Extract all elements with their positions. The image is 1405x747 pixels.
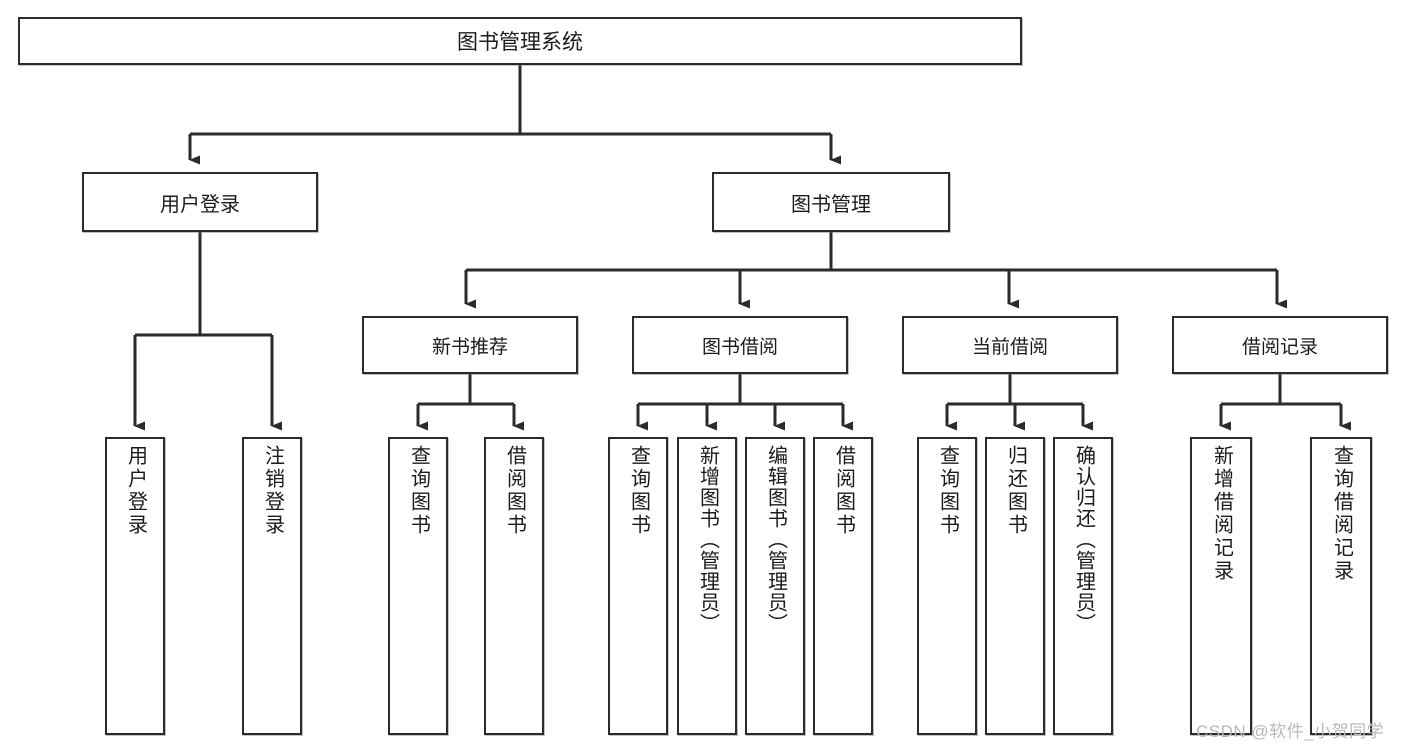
node-leaf-user-login: 用户登录 bbox=[105, 437, 165, 735]
csdn-watermark: CSDN @软件_小贺同学 bbox=[1196, 722, 1385, 741]
node-leaf-add-borrow-record-label: 新增借阅记录 bbox=[1210, 445, 1233, 583]
node-leaf-query-book-2: 查询图书 bbox=[608, 437, 668, 735]
node-leaf-confirm-return-admin-label: 确认归还（管理员） bbox=[1072, 445, 1095, 634]
node-book-manage: 图书管理 bbox=[712, 172, 950, 232]
node-leaf-query-book-1-label: 查询图书 bbox=[407, 445, 430, 537]
node-leaf-borrow-book-1-label: 借阅图书 bbox=[503, 445, 526, 537]
node-book-borrow: 图书借阅 bbox=[632, 316, 848, 374]
node-leaf-add-borrow-record: 新增借阅记录 bbox=[1190, 437, 1252, 735]
node-leaf-query-borrow-record-label: 查询借阅记录 bbox=[1330, 445, 1353, 583]
node-current-borrow-label: 当前借阅 bbox=[971, 336, 1048, 358]
node-leaf-edit-book-admin: 编辑图书（管理员） bbox=[745, 437, 805, 735]
node-root: 图书管理系统 bbox=[18, 17, 1022, 65]
node-leaf-confirm-return-admin: 确认归还（管理员） bbox=[1053, 437, 1113, 735]
node-leaf-query-book-1: 查询图书 bbox=[388, 437, 448, 735]
node-leaf-user-login-label: 用户登录 bbox=[124, 445, 147, 537]
node-user-login-label: 用户登录 bbox=[160, 193, 240, 216]
node-leaf-add-book-admin-label: 新增图书（管理员） bbox=[696, 445, 719, 634]
node-borrow-record: 借阅记录 bbox=[1172, 316, 1388, 374]
node-leaf-query-book-2-label: 查询图书 bbox=[627, 445, 650, 537]
node-book-borrow-label: 图书借阅 bbox=[701, 336, 778, 358]
node-book-manage-label: 图书管理 bbox=[791, 193, 871, 216]
node-leaf-query-book-3-label: 查询图书 bbox=[936, 445, 959, 537]
node-new-book-recommend: 新书推荐 bbox=[362, 316, 578, 374]
node-leaf-query-book-3: 查询图书 bbox=[917, 437, 977, 735]
node-new-book-recommend-label: 新书推荐 bbox=[431, 336, 508, 358]
node-root-label: 图书管理系统 bbox=[457, 31, 583, 54]
node-leaf-edit-book-admin-label: 编辑图书（管理员） bbox=[764, 445, 787, 634]
node-leaf-borrow-book-1: 借阅图书 bbox=[484, 437, 544, 735]
node-leaf-return-book-label: 归还图书 bbox=[1004, 445, 1027, 537]
node-leaf-query-borrow-record: 查询借阅记录 bbox=[1310, 437, 1372, 735]
node-user-login: 用户登录 bbox=[82, 172, 318, 232]
node-current-borrow: 当前借阅 bbox=[902, 316, 1118, 374]
node-leaf-user-logout: 注销登录 bbox=[242, 437, 302, 735]
node-leaf-borrow-book-2: 借阅图书 bbox=[813, 437, 873, 735]
node-borrow-record-label: 借阅记录 bbox=[1241, 336, 1318, 358]
node-leaf-return-book: 归还图书 bbox=[985, 437, 1045, 735]
node-leaf-add-book-admin: 新增图书（管理员） bbox=[677, 437, 737, 735]
node-leaf-user-logout-label: 注销登录 bbox=[261, 445, 284, 537]
node-leaf-borrow-book-2-label: 借阅图书 bbox=[832, 445, 855, 537]
